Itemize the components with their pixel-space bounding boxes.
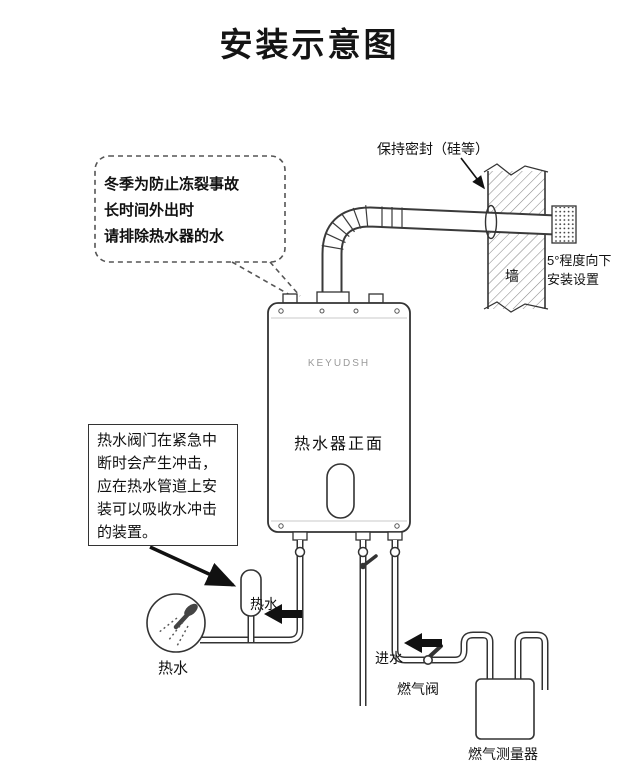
shower-label: 热水 — [158, 660, 189, 677]
exhaust-duct — [321, 204, 577, 310]
shower — [146, 593, 206, 653]
shock-absorber-vessel — [240, 569, 262, 617]
shock-warning-note: 热水阀门在紧急中断时会产生冲击，应在热水管道上安装可以吸收水冲击的装置。 — [97, 432, 218, 541]
seal-label: 保持密封（硅等） — [377, 141, 489, 157]
wall-seal-ring — [484, 204, 498, 240]
wall-label: 墙 — [505, 268, 519, 284]
heater-brand-logo: KEYUDSH — [307, 358, 371, 369]
inlet-flow-arrow — [404, 633, 442, 653]
inspection-window — [326, 463, 355, 519]
seal-arrow — [460, 157, 485, 190]
gas-meter-box — [475, 678, 535, 740]
gas-valve — [422, 644, 443, 665]
shock-note-arrow — [149, 545, 237, 587]
page-title: 安装示意图 — [219, 26, 400, 63]
shower-icon — [157, 603, 198, 647]
slope-label: 5°程度向下 安装设置 — [547, 253, 612, 287]
gas-meter-label: 燃气测量器 — [468, 746, 538, 762]
pipe-fittings — [294, 546, 401, 570]
speech-bubble — [94, 155, 301, 300]
hot-water-flow-arrow — [264, 604, 302, 624]
wall — [483, 163, 549, 313]
flow-arrows — [264, 604, 442, 653]
water-inlet-label: 进水 — [375, 650, 403, 666]
gas-pipe — [391, 540, 549, 690]
shower-circle — [146, 593, 206, 653]
duct-end-cap — [551, 205, 577, 244]
shock-note-box: 热水阀门在紧急中断时会产生冲击，应在热水管道上安装可以吸收水冲击的装置。 — [88, 424, 238, 546]
heater-front-label: 热水器正面 — [293, 436, 384, 453]
gas-valve-label: 燃气阀 — [397, 681, 439, 697]
hot-water-pipe-label: 热水 — [250, 596, 278, 612]
flex-elbow-ticks — [321, 205, 403, 250]
water-heater-body — [267, 291, 411, 541]
freeze-warning-note: 冬季为防止冻裂事故 长时间外出时 请排除热水器的水 — [104, 176, 240, 245]
hot-water-pipe — [200, 540, 304, 644]
